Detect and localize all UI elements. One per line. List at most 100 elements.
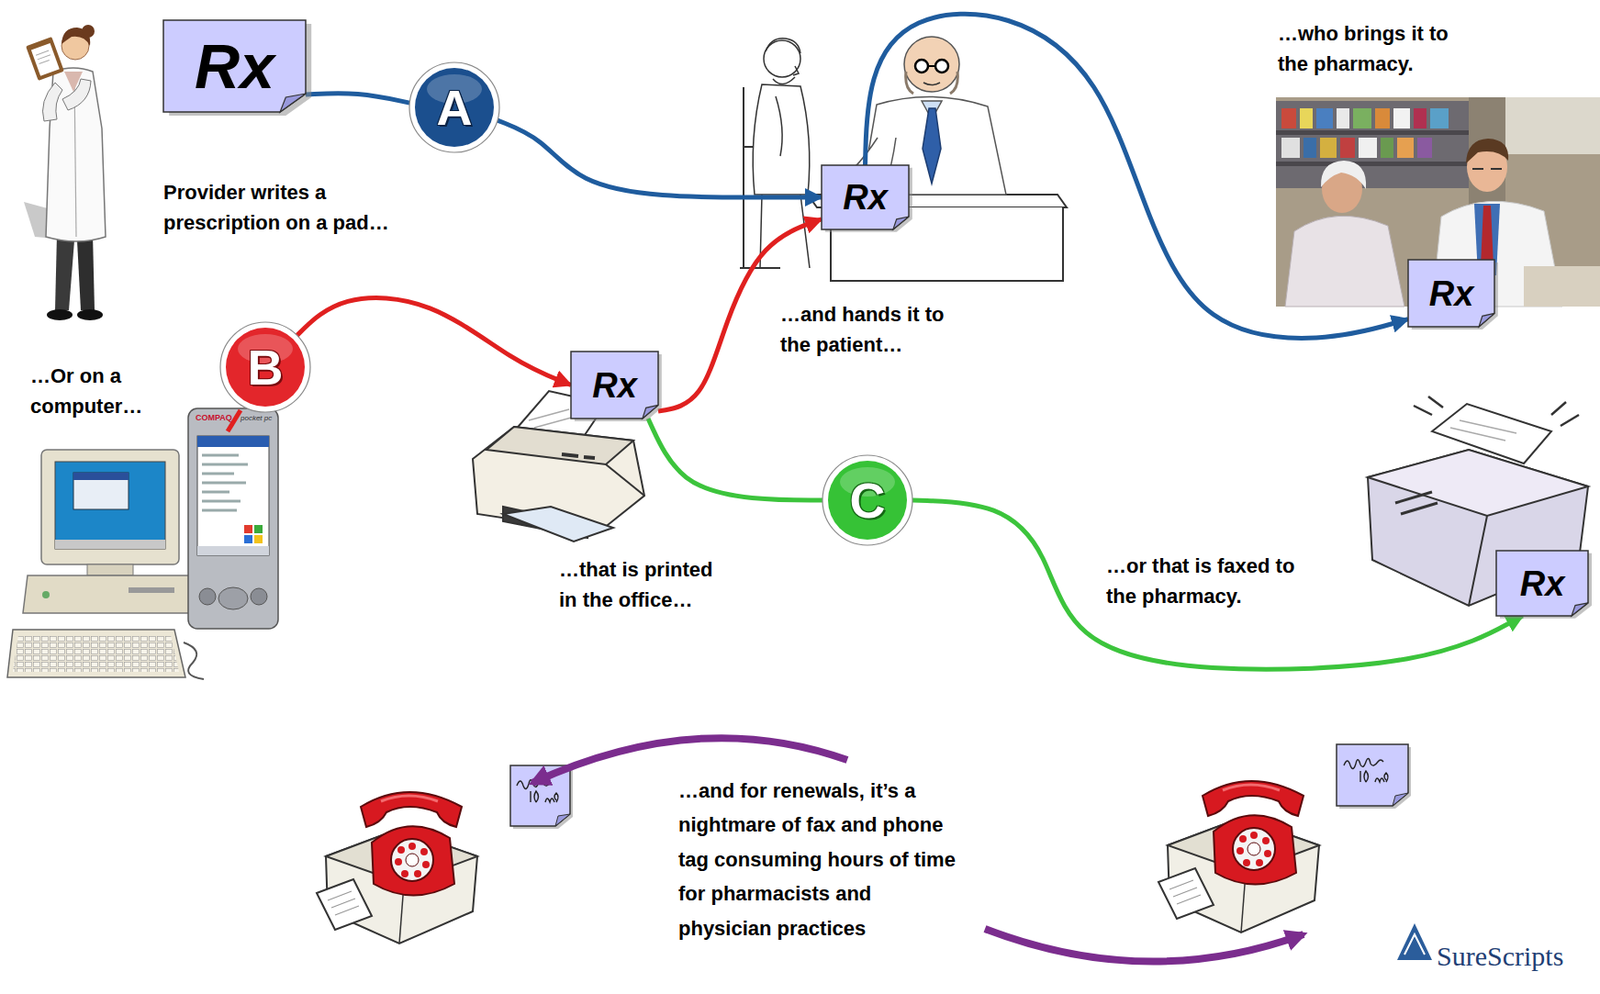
step-caption: Provider writes a prescription on a pad… — [163, 177, 403, 238]
note-fold — [279, 93, 306, 112]
pharmacy-photo — [1375, 108, 1390, 129]
provider-figure — [46, 309, 73, 321]
pharmacy-photo — [1275, 161, 1469, 167]
computer-illustration — [254, 535, 263, 544]
consultation-scene — [752, 84, 810, 195]
pharmacy-photo — [1430, 108, 1449, 129]
caption-box: …and for renewals, it’s a nightmare of f… — [678, 773, 963, 946]
provider-figure — [31, 43, 60, 77]
pharmacy-photo — [1505, 97, 1600, 155]
caption-box: …Or on a computer… — [30, 360, 150, 422]
pharmacy-photo — [1397, 137, 1414, 158]
note-body — [821, 165, 909, 230]
computer-illustration — [201, 455, 248, 511]
note-fold — [1571, 603, 1589, 616]
flow-connector — [305, 93, 410, 103]
pharmacy-photo — [1393, 108, 1410, 129]
provider-figure — [35, 50, 53, 65]
pharmacy-photo — [1380, 137, 1394, 158]
note-fold — [893, 216, 909, 230]
computer-illustration — [128, 587, 175, 594]
step-caption: …and for renewals, it’s a nightmare of f… — [678, 773, 963, 946]
printer-illustration — [561, 454, 595, 459]
pharmacy-photo — [1281, 108, 1297, 129]
consultation-scene — [793, 66, 799, 76]
consultation-scene — [935, 59, 949, 73]
pharmacy-photo — [1353, 108, 1372, 129]
step-caption: …or that is faxed to the pharmacy. — [1106, 550, 1313, 612]
fax-machine — [1367, 449, 1589, 606]
consultation-scene — [923, 82, 940, 86]
computer-illustration — [250, 588, 268, 605]
handwritten-note — [1360, 771, 1388, 783]
pharmacy-photo — [1285, 215, 1405, 307]
fax-machine — [1450, 420, 1517, 441]
computer-illustration — [55, 461, 166, 549]
rx-note: Rx — [821, 165, 909, 230]
fax-machine — [1413, 396, 1579, 426]
consultation-scene — [915, 59, 929, 73]
device-brand: COMPAQ — [195, 413, 240, 424]
provider-figure — [62, 78, 91, 111]
circle-fill — [827, 460, 907, 540]
pharmacy-photo — [1316, 108, 1333, 129]
computer-illustration — [254, 525, 263, 534]
caption-box: …or that is faxed to the pharmacy. — [1106, 550, 1313, 612]
computer-illustration — [87, 564, 134, 576]
computer-illustration — [197, 546, 269, 556]
flow-connector — [912, 500, 1523, 670]
provider-figure — [25, 36, 65, 81]
logo-mark — [1397, 923, 1433, 961]
pharmacy-photo — [1320, 137, 1337, 158]
step-letter: B — [247, 342, 284, 392]
fax-machine — [1468, 515, 1488, 606]
pharmacy-photo — [1303, 137, 1317, 158]
handwritten-note — [555, 814, 571, 827]
consultation-scene — [906, 71, 959, 94]
consultation-scene — [904, 36, 960, 92]
computer-illustration — [244, 525, 253, 534]
printer-illustration — [486, 426, 634, 465]
note-body — [1496, 550, 1589, 616]
rx-mark: Rx — [1520, 566, 1566, 602]
rx-mark: Rx — [592, 368, 638, 403]
step-letter: A — [436, 82, 473, 133]
handwritten-note — [530, 791, 559, 803]
pharmacy-photo — [1413, 108, 1427, 129]
provider-figure — [55, 234, 75, 311]
consultation-scene — [775, 96, 783, 157]
provider-figure — [77, 234, 95, 311]
note-body — [570, 351, 659, 419]
rx-mark: Rx — [194, 34, 275, 98]
circle-ring — [822, 455, 913, 546]
caption-box: …that is printed in the office… — [559, 554, 729, 616]
computer-illustration — [244, 535, 253, 544]
pharmacy-photo — [1358, 137, 1377, 158]
provider-figure — [77, 309, 103, 321]
computer-illustration — [42, 591, 50, 599]
computer-illustration — [7, 629, 186, 678]
computer-illustration — [183, 642, 204, 680]
consultation-scene — [739, 36, 1067, 281]
phone-fax-right — [1158, 781, 1320, 933]
caption-box: …who brings it to the pharmacy. — [1277, 18, 1466, 79]
provider-figure — [25, 36, 65, 81]
handwritten-note — [1336, 744, 1411, 809]
logo-text: SureScripts — [1436, 939, 1598, 974]
logo-mark — [1397, 923, 1433, 961]
rx-mark: Rx — [1429, 276, 1475, 312]
consultation-scene — [760, 194, 810, 269]
computer-illustration — [22, 575, 198, 614]
step-caption: …who brings it to the pharmacy. — [1277, 18, 1466, 79]
circle-ring — [409, 62, 500, 153]
step-caption: …Or on a computer… — [30, 360, 150, 422]
computer-illustration — [7, 408, 279, 680]
caption-box: …and hands it to the patient… — [780, 299, 964, 360]
computer-illustration — [73, 472, 129, 481]
handwritten-note — [1336, 744, 1409, 806]
caption-box: SureScripts — [1436, 939, 1598, 974]
consultation-scene — [922, 108, 941, 184]
renewal-arrow — [532, 738, 848, 784]
fax-machine — [1395, 492, 1438, 515]
